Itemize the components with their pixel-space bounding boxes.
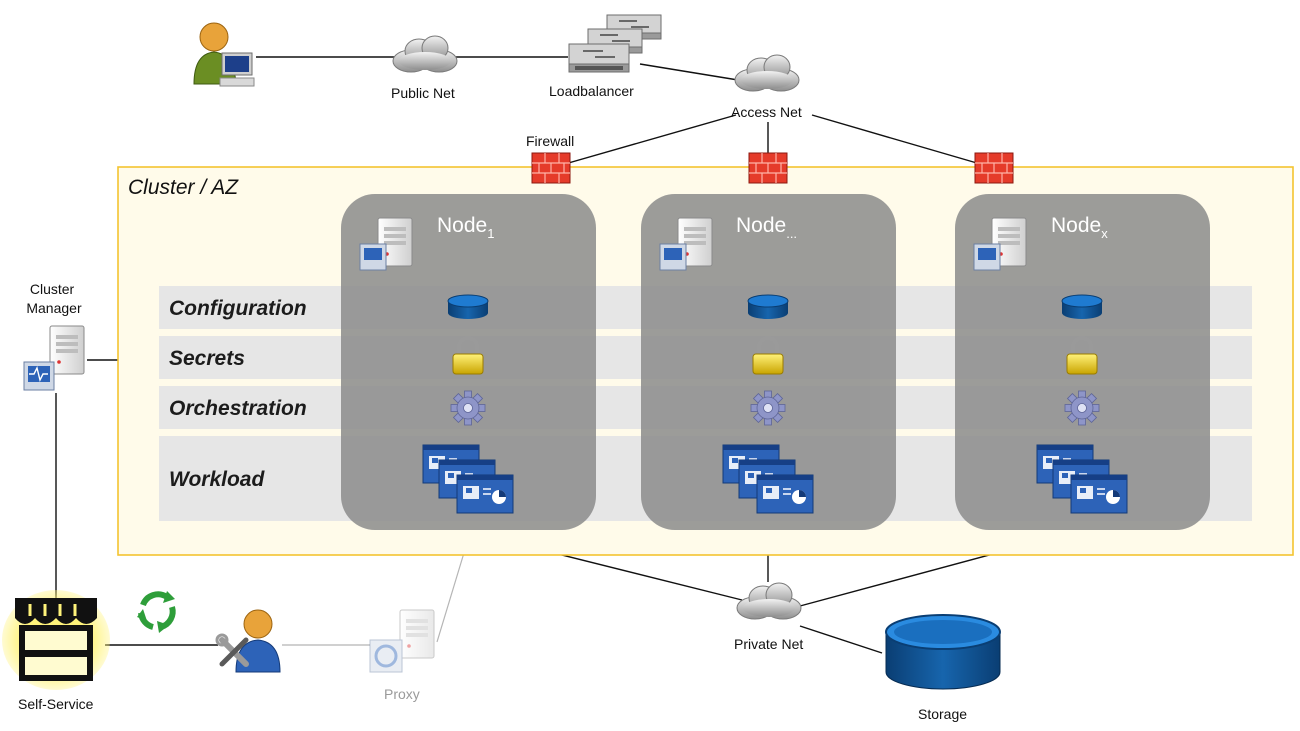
access-net-label: Access Net [731, 104, 802, 120]
node-3-windows-stack-icon [1036, 444, 1128, 514]
public-net-label: Public Net [391, 85, 455, 101]
node-2-title: Node... [736, 214, 797, 241]
node-3-title-main: Node [1051, 214, 1101, 237]
firewall-icon [531, 152, 571, 184]
row-label-workload: Workload [169, 468, 265, 491]
firewall-icon [748, 152, 788, 184]
firewall-icon [974, 152, 1014, 184]
node-3-server-icon [973, 217, 1027, 271]
proxy-server-icon [369, 609, 435, 673]
refresh-cycle-icon [137, 591, 176, 633]
node-2-windows-stack-icon [722, 444, 814, 514]
cluster-manager-label-line1: Cluster [30, 281, 75, 297]
public-net-cloud-icon [392, 35, 458, 73]
node-2-title-main: Node [736, 214, 786, 237]
node-1-title-subscript: 1 [487, 226, 494, 241]
node-1-gear-icon [450, 390, 486, 426]
node-3-database-icon [1061, 294, 1103, 320]
node-2-database-icon [747, 294, 789, 320]
access-net-cloud-icon [734, 54, 800, 92]
node-1-database-icon [447, 294, 489, 320]
cluster-manager-label-line2: Manager [26, 300, 82, 316]
row-label-configuration: Configuration [169, 297, 307, 320]
node-1-title-main: Node [437, 214, 487, 237]
node-2-gear-icon [750, 390, 786, 426]
private-net-label: Private Net [734, 636, 803, 652]
cluster-title: Cluster / AZ [128, 176, 239, 199]
self-service-label: Self-Service [18, 696, 94, 712]
node-1-title: Node1 [437, 214, 494, 241]
user-workstation-icon [193, 22, 255, 87]
proxy-label: Proxy [384, 686, 420, 702]
storage-label: Storage [918, 706, 967, 722]
node-3-gear-icon [1064, 390, 1100, 426]
storefront-icon[interactable] [15, 598, 97, 681]
private-net-cloud-icon [736, 582, 802, 620]
storage-database-icon [885, 614, 1001, 690]
row-label-orchestration: Orchestration [169, 397, 307, 420]
node-3-title-subscript: x [1101, 226, 1108, 241]
row-label-secrets: Secrets [169, 347, 245, 370]
node-3-title: Nodex [1051, 214, 1108, 241]
node-2-server-icon [659, 217, 713, 271]
admin-tools-icon [215, 609, 281, 673]
cluster-manager-server-icon[interactable] [23, 325, 85, 391]
cluster-manager-label: Cluster Manager [26, 281, 82, 316]
node-1-windows-stack-icon [422, 444, 514, 514]
node-2-title-subscript: ... [786, 226, 797, 241]
loadbalancer-icon [568, 14, 662, 73]
loadbalancer-label: Loadbalancer [549, 83, 634, 99]
node-1-server-icon [359, 217, 413, 271]
firewall-label: Firewall [526, 133, 574, 149]
